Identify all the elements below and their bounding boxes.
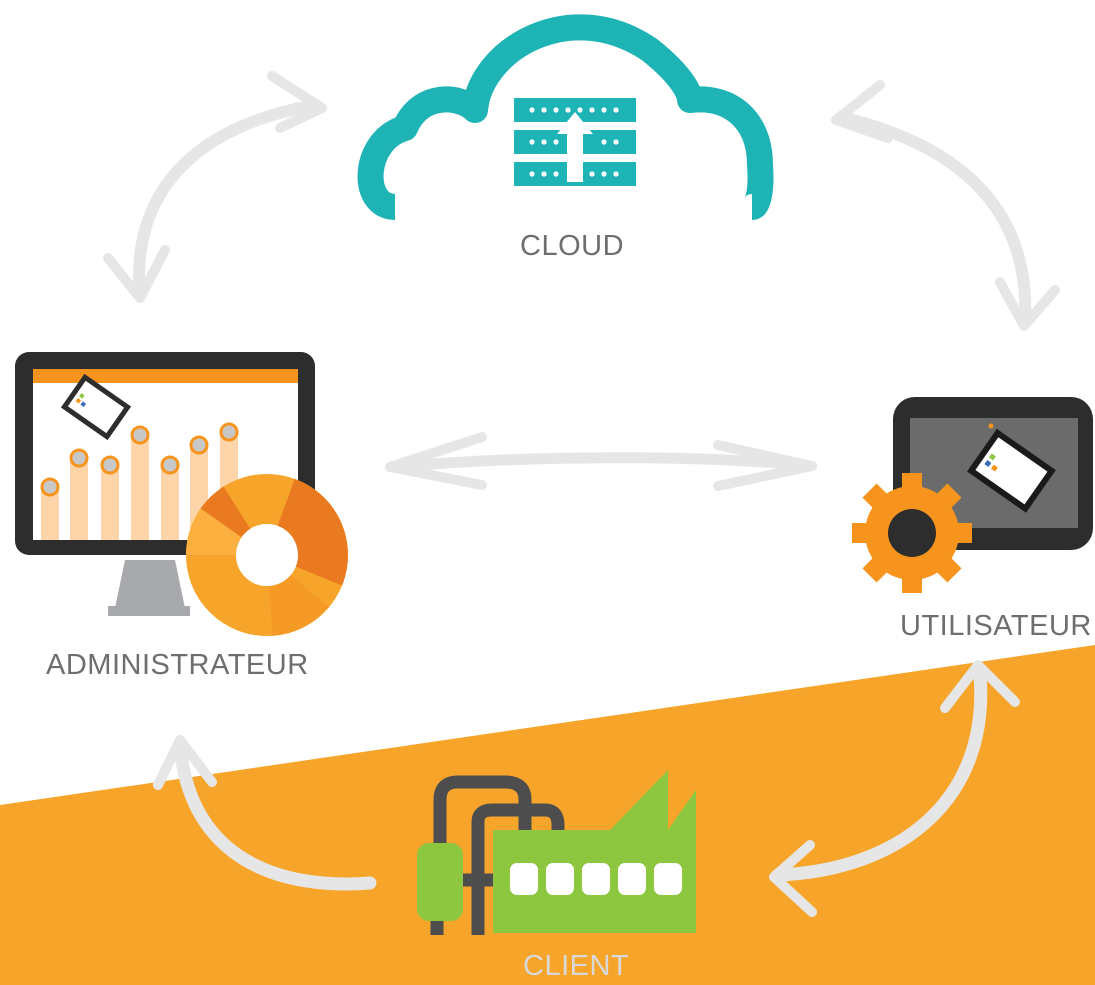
tablet-gear-icon: [852, 397, 1093, 593]
mini-tablet-icon: [60, 373, 132, 441]
admin-label: ADMINISTRATEUR: [46, 649, 309, 681]
cloud-label: CLOUD: [520, 230, 625, 262]
arrow-client-user: [769, 660, 1020, 917]
arrow-client-admin: [153, 735, 377, 891]
server-rack-icon: [514, 98, 636, 186]
factory-icon: [417, 770, 696, 935]
arrow-admin-user: [385, 432, 817, 491]
bar-columns: [41, 432, 238, 540]
user-label: UTILISATEUR: [900, 610, 1092, 642]
donut-chart: [186, 474, 348, 636]
bar-markers: [40, 422, 239, 497]
upload-arrow-icon: [557, 112, 593, 182]
cloud-icon: [357, 14, 774, 220]
client-label: CLIENT: [523, 950, 630, 982]
gear-icon: [852, 473, 972, 593]
monitor-dashboard-icon: [15, 352, 348, 636]
arrow-cloud-admin: [103, 71, 327, 303]
tablet-screen-icon: [967, 428, 1056, 513]
arrow-cloud-user: [831, 80, 1060, 331]
